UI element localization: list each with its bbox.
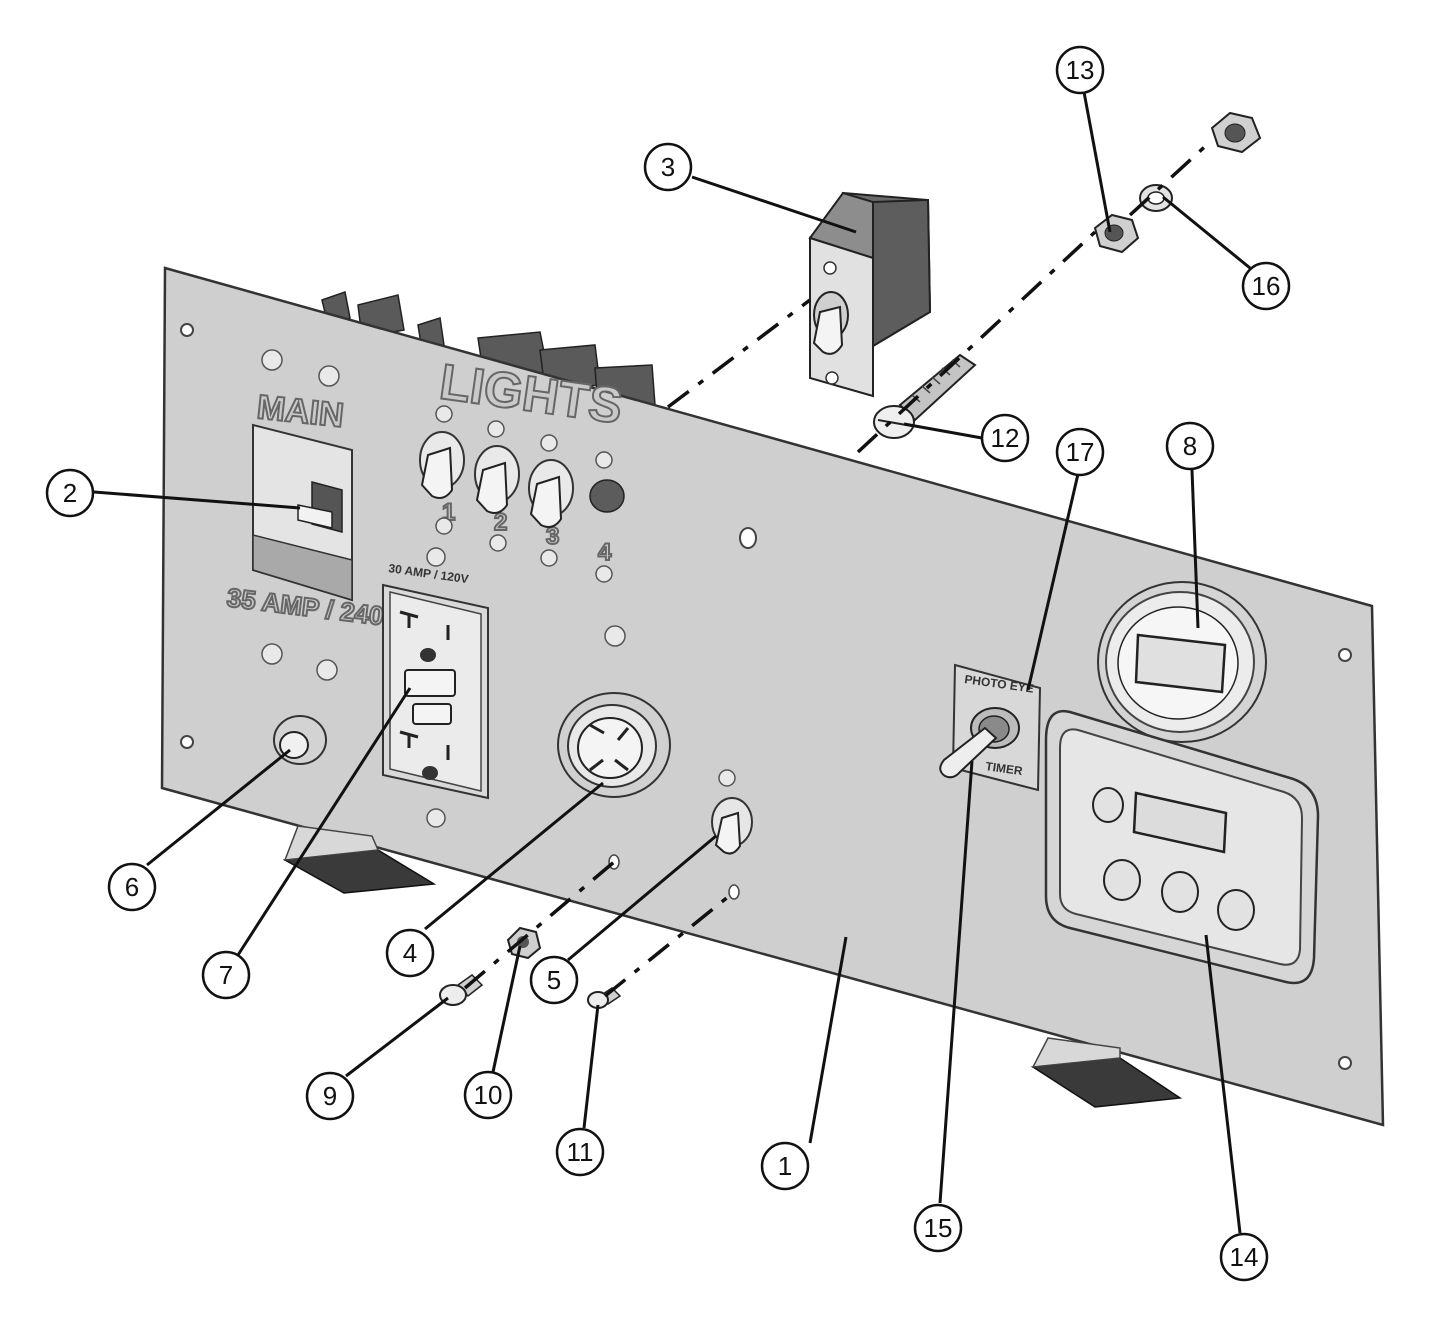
callout-5-label: 5 <box>547 965 561 995</box>
mounting-tab-left <box>282 825 437 894</box>
lock-nut-top <box>1210 111 1262 154</box>
timer-label: TIMER <box>985 759 1024 778</box>
callout-16-label: 16 <box>1252 271 1281 301</box>
callout-2: 2 <box>45 468 95 518</box>
lock-nut-13 <box>1093 213 1140 254</box>
timer-controller <box>1044 709 1320 985</box>
switch-3-number: 3 <box>546 523 559 550</box>
mounting-hole <box>180 735 194 749</box>
panel-screws <box>261 349 736 828</box>
callout-13-label: 13 <box>1066 55 1095 85</box>
switch-4-plug-hole <box>589 479 625 513</box>
gfci-test-button <box>404 669 456 697</box>
callout-12-label: 12 <box>991 423 1020 453</box>
photo-eye-timer-plate: PHOTO EYE TIMER <box>939 663 1042 792</box>
callout-14: 14 <box>1219 1232 1269 1282</box>
small-toggle-switch <box>711 797 753 855</box>
callout-3-label: 3 <box>661 152 675 182</box>
timer-button <box>1092 787 1124 823</box>
breaker-toggle-handle <box>812 305 844 355</box>
callout-8-label: 8 <box>1183 431 1197 461</box>
callout-12: 12 <box>980 413 1030 463</box>
callout-6-label: 6 <box>125 872 139 902</box>
breaker-toggle <box>297 504 333 529</box>
callout-7: 7 <box>201 950 251 1000</box>
callout-16: 16 <box>1241 261 1291 311</box>
timer-toggle-lever <box>939 726 998 779</box>
mounting-tab-right <box>1030 1037 1183 1108</box>
screw-11 <box>587 987 622 1009</box>
callout-3: 3 <box>643 142 693 192</box>
light-switch-3 <box>528 459 574 528</box>
callout-11-label: 11 <box>567 1137 594 1167</box>
light-switch-1 <box>419 431 465 499</box>
callout-10-label: 10 <box>474 1080 503 1110</box>
callout-1: 1 <box>760 1141 810 1191</box>
callout-9-label: 9 <box>323 1081 337 1111</box>
callout-14-label: 14 <box>1230 1242 1259 1272</box>
gfci-receptacle <box>382 583 489 800</box>
circuit-breaker <box>808 191 932 398</box>
timer-button <box>1161 871 1199 913</box>
machine-screw-12 <box>873 353 977 439</box>
main-breaker <box>252 423 353 602</box>
lock-washer-16 <box>1139 184 1173 212</box>
nut-10 <box>506 926 542 960</box>
twist-lock-receptacle <box>557 692 671 798</box>
mounting-hole <box>1338 648 1352 662</box>
light-switch-2 <box>474 445 520 514</box>
callout-11: 11 <box>555 1127 605 1177</box>
assembly-lines <box>463 140 1212 998</box>
callout-10: 10 <box>463 1070 513 1120</box>
callout-7-label: 7 <box>219 960 233 990</box>
callout-13: 13 <box>1055 45 1105 95</box>
callout-17-label: 17 <box>1066 437 1095 467</box>
callout-15-label: 15 <box>924 1213 953 1243</box>
callout-2-label: 2 <box>63 478 77 508</box>
hour-meter <box>1097 581 1267 743</box>
mounting-hole <box>739 527 757 549</box>
callout-1-label: 1 <box>778 1151 792 1181</box>
callout-5: 5 <box>529 955 579 1005</box>
callout-9: 9 <box>305 1071 355 1121</box>
callout-15: 15 <box>913 1203 963 1253</box>
switch-4-number: 4 <box>598 539 612 566</box>
callout-6: 6 <box>107 862 157 912</box>
mounting-hole <box>1338 1056 1352 1070</box>
callout-4: 4 <box>385 928 435 978</box>
timer-button <box>1103 859 1141 901</box>
callout-4-label: 4 <box>403 938 417 968</box>
callout-17: 17 <box>1055 427 1105 477</box>
timer-display <box>1132 791 1228 854</box>
timer-button <box>1217 889 1255 931</box>
gfci-reset-button <box>412 703 452 725</box>
switch-2-number: 2 <box>494 509 507 536</box>
hour-meter-window <box>1134 633 1227 694</box>
callout-8: 8 <box>1165 421 1215 471</box>
small-hole <box>728 884 740 900</box>
leader-lines <box>93 91 1251 1234</box>
mounting-hole <box>180 323 194 337</box>
